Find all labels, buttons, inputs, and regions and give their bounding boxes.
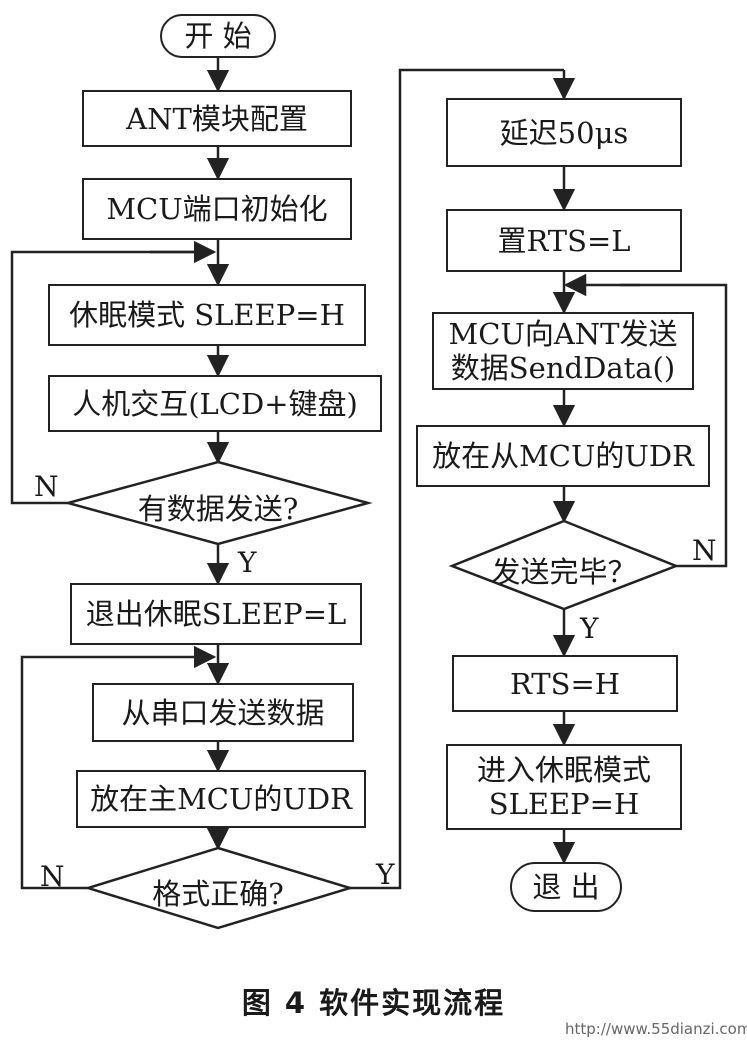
mcu-send-line2: 数据SendData() — [450, 351, 676, 385]
loop-bad-format — [20, 655, 150, 890]
label-yes-has-data: Y — [238, 546, 257, 579]
decision-format-shape — [83, 846, 355, 930]
enter-sleep-line2: SLEEP=H — [488, 787, 640, 821]
mcu-send-line1: MCU向ANT发送 — [448, 317, 678, 351]
decision-done-label: 发送完毕？ — [491, 555, 637, 589]
watermark: http://www.55dianzi.com — [565, 1020, 747, 1038]
delay-box: 延迟50μs — [446, 98, 682, 167]
decision-done-shape — [448, 519, 680, 611]
decision-has-data-label: 有数据发送? — [137, 492, 299, 526]
figure-caption: 图 4 软件实现流程 — [241, 986, 506, 1020]
serial-send-box: 从串口发送数据 — [92, 683, 354, 742]
sleep-mode-box: 休眠模式 SLEEP=H — [48, 284, 366, 346]
mcu-send-box: MCU向ANT发送 数据SendData() — [432, 312, 694, 390]
label-yes-format: Y — [376, 858, 395, 891]
enter-sleep-line1: 进入休眠模式 — [476, 753, 651, 787]
exit-sleep-box: 退出休眠SLEEP=L — [70, 583, 362, 645]
enter-sleep-box: 进入休眠模式 SLEEP=H — [446, 744, 682, 830]
loop-no-data — [10, 250, 214, 505]
hmi-box: 人机交互(LCD+键盘) — [48, 375, 382, 432]
link-format-yes — [350, 68, 564, 890]
set-rts-low-box: 置RTS=L — [446, 209, 682, 272]
exit-terminal: 退 出 — [510, 862, 622, 912]
decision-format-label: 格式正确? — [152, 877, 284, 911]
label-no-format: N — [40, 860, 65, 893]
put-main-udr-box: 放在主MCU的UDR — [76, 770, 366, 828]
mcu-port-init-box: MCU端口初始化 — [82, 178, 352, 240]
start-terminal: 开 始 — [160, 14, 276, 58]
rts-high-box: RTS=H — [452, 655, 678, 712]
label-no-done: N — [692, 534, 717, 567]
ant-config-box: ANT模块配置 — [82, 90, 352, 147]
loop-not-done — [620, 283, 728, 568]
label-yes-done: Y — [580, 612, 599, 645]
label-no-has-data: N — [34, 470, 59, 503]
decision-has-data-shape — [63, 460, 373, 546]
put-slave-udr-box: 放在从MCU的UDR — [416, 425, 710, 487]
